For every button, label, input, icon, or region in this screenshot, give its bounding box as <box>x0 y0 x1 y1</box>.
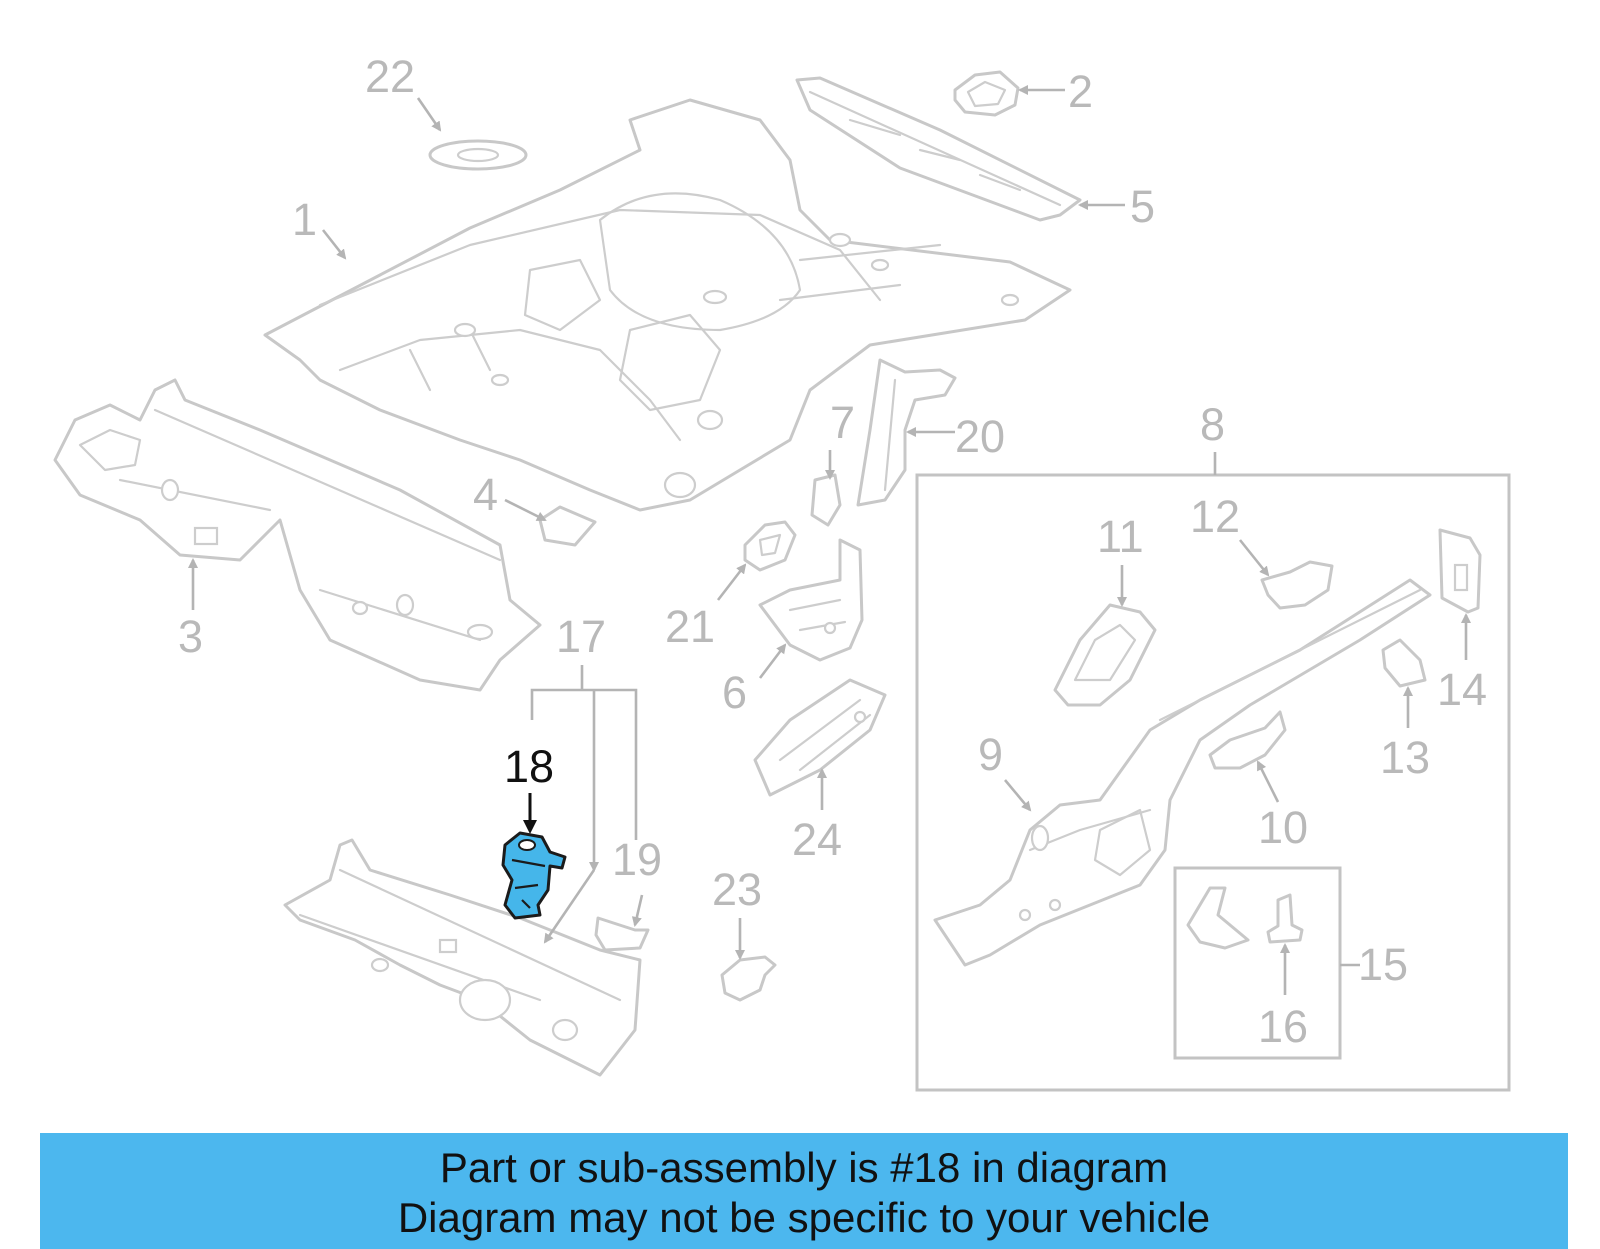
callout-2[interactable]: 2 <box>1068 66 1093 117</box>
leader-17-b <box>543 869 596 944</box>
callout-10[interactable]: 10 <box>1258 802 1308 853</box>
part-1-rear-floor-pan[interactable] <box>263 98 1072 512</box>
callout-14[interactable]: 14 <box>1437 664 1487 715</box>
callout-15[interactable]: 15 <box>1358 939 1408 990</box>
callout-3[interactable]: 3 <box>178 611 203 662</box>
callout-6[interactable]: 6 <box>722 667 747 718</box>
part-20-pillar-reinforcement[interactable] <box>856 358 957 507</box>
callout-9[interactable]: 9 <box>978 729 1003 780</box>
leader-10 <box>1256 760 1280 803</box>
part-21-bracket[interactable] <box>743 520 797 572</box>
part-11-reinforcement[interactable] <box>1053 603 1157 707</box>
leader-21 <box>716 563 747 601</box>
part-24-reinforcement[interactable] <box>753 678 887 797</box>
part-6-bracket[interactable] <box>758 538 864 662</box>
callout-22[interactable]: 22 <box>365 51 415 102</box>
part-14-bracket[interactable] <box>1438 528 1482 614</box>
callout-5[interactable]: 5 <box>1130 181 1155 232</box>
leader-6 <box>758 643 787 679</box>
part-18-bracket-highlighted[interactable] <box>501 831 567 920</box>
callout-23[interactable]: 23 <box>712 864 762 915</box>
part-5-crossmember[interactable] <box>795 76 1082 222</box>
group-box-8 <box>915 473 1511 1092</box>
leader-1 <box>321 229 347 260</box>
part-16-bolt[interactable] <box>1266 893 1304 944</box>
callout-21[interactable]: 21 <box>665 601 715 652</box>
callout-24[interactable]: 24 <box>792 814 842 865</box>
part-9-side-member[interactable] <box>933 578 1432 967</box>
banner-line-2: Diagram may not be specific to your vehi… <box>397 1194 1211 1241</box>
callout-13[interactable]: 13 <box>1380 732 1430 783</box>
leader-22 <box>416 97 442 132</box>
callout-8[interactable]: 8 <box>1200 399 1225 450</box>
callout-7[interactable]: 7 <box>830 397 855 448</box>
part-19-bracket[interactable] <box>594 916 650 952</box>
part-2-bracket[interactable] <box>953 70 1020 117</box>
part-3-rear-panel[interactable] <box>53 378 542 692</box>
leader-4 <box>504 498 547 522</box>
part-15-bracket[interactable] <box>1186 886 1250 950</box>
callout-12[interactable]: 12 <box>1190 491 1240 542</box>
callout-18[interactable]: 18 <box>504 741 554 792</box>
leader-18-arrowhead <box>523 820 537 834</box>
part-12-bracket[interactable] <box>1260 560 1334 610</box>
callout-17[interactable]: 17 <box>556 611 606 662</box>
info-banner: Part or sub-assembly is #18 in diagram D… <box>40 1133 1568 1249</box>
leader-17-bracket <box>530 688 638 840</box>
part-22-plug[interactable] <box>428 139 528 171</box>
part-17-crossmember[interactable] <box>283 838 642 1077</box>
callout-11[interactable]: 11 <box>1097 511 1144 562</box>
group-box-15 <box>1173 866 1342 1060</box>
part-7-bracket[interactable] <box>810 473 842 527</box>
leader-9 <box>1004 779 1032 812</box>
leader-12 <box>1238 539 1270 577</box>
leader-19 <box>631 894 644 927</box>
part-23-plug[interactable] <box>720 955 777 1002</box>
callout-4[interactable]: 4 <box>473 469 498 520</box>
callout-20[interactable]: 20 <box>955 411 1005 462</box>
callout-1[interactable]: 1 <box>292 194 317 245</box>
callout-16[interactable]: 16 <box>1258 1001 1308 1052</box>
callout-19[interactable]: 19 <box>612 834 662 885</box>
part-4-bracket[interactable] <box>538 505 597 547</box>
banner-line-1: Part or sub-assembly is #18 in diagram <box>439 1144 1169 1191</box>
part-10-bracket[interactable] <box>1208 710 1287 770</box>
part-13-bracket[interactable] <box>1381 638 1427 688</box>
